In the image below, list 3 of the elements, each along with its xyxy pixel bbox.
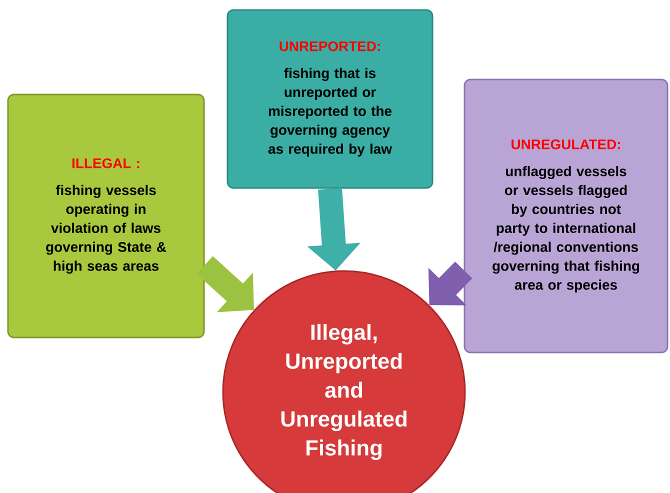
- process-box: UNREPORTED: fishing that is unreported or misreported to the governing agency as required by law: [226, 9, 434, 189]
- process-box: ILLEGAL : fishing vessels operating in violation of laws governing State & high seas areas: [7, 94, 205, 338]
- process-box: UNREGULATED: unflagged vessels or vessels flagged by countries not party to international /regional conventions governing that fishing area or species: [464, 78, 668, 354]
